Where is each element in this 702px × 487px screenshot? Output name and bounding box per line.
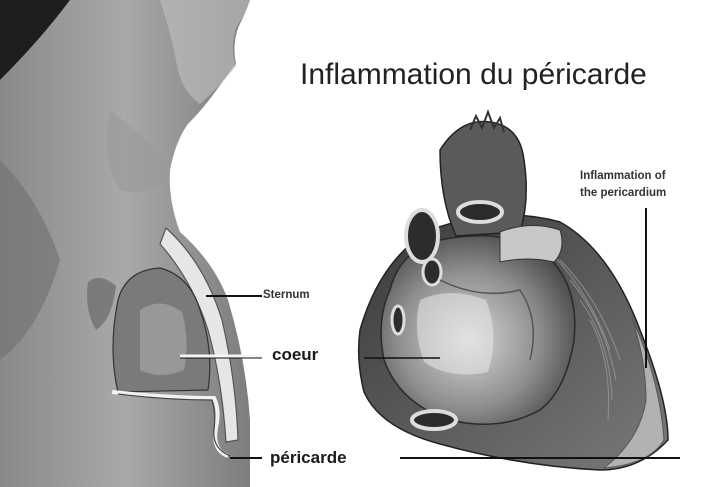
label-coeur: coeur <box>272 345 318 365</box>
chest-heart-highlight <box>140 303 187 375</box>
label-pericarde: péricarde <box>270 448 347 468</box>
label-sternum: Sternum <box>263 289 310 301</box>
vessel-opening-4 <box>392 306 404 334</box>
heart-illustration <box>359 112 680 470</box>
torso-figure <box>0 0 262 487</box>
heart-highlight <box>417 293 494 374</box>
label-inflammation: Inflammation of the pericardium <box>580 168 666 202</box>
page-title: Inflammation du péricarde <box>300 58 647 92</box>
vessel-opening-3 <box>423 259 441 285</box>
vessel-opening-5 <box>412 411 456 429</box>
label-inflammation-line1: Inflammation of <box>580 168 666 185</box>
label-inflammation-line2: the pericardium <box>580 185 666 202</box>
vessel-opening-1 <box>406 210 438 262</box>
vessel-opening-2 <box>458 202 502 222</box>
pulmonary-band <box>500 225 562 262</box>
